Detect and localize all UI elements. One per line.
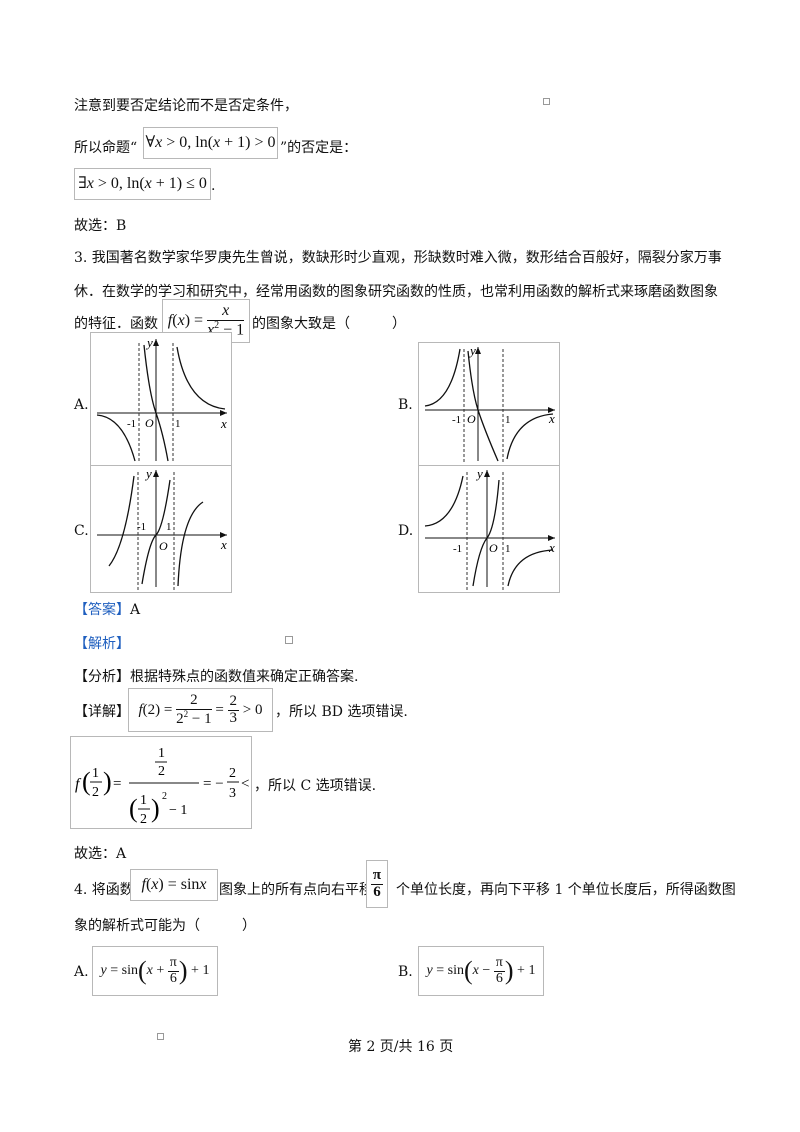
svg-text:1: 1 (92, 766, 99, 781)
option-a-label: A. (74, 964, 89, 980)
anchor-mark-icon (285, 636, 293, 644)
page-footer: 第 2 页/共 16 页 (348, 1039, 454, 1055)
question-4-text: 图象上的所有点向右平移 (219, 882, 373, 898)
svg-text:=: = (113, 776, 121, 792)
svg-text:2: 2 (92, 785, 99, 800)
formula-proposition: ∀x > 0, ln(x + 1) > 0 (143, 127, 278, 159)
fenxi-line: 【分析】根据特殊点的函数值来确定正确答案. (74, 666, 358, 686)
origin-label: O (489, 541, 498, 555)
analysis-tag: 【解析】 (74, 636, 130, 652)
tick-label-neg1: -1 (137, 521, 146, 533)
tick-label-neg1: -1 (453, 543, 462, 555)
origin-label: O (467, 412, 476, 426)
question-4-text: 个单位长度，再向下平移 1 个单位长度后，所得函数图 (396, 882, 736, 898)
question-3-text: 的图象大致是（ ） (252, 316, 406, 332)
svg-text:1: 1 (140, 793, 147, 808)
fenxi-tag: 【分析】 (74, 669, 130, 685)
formula-negation: ∃x > 0, ln(x + 1) ≤ 0 (74, 168, 211, 200)
x-axis-label: x (220, 537, 227, 552)
question-3-text: 3. 我国著名数学家华罗庚先生曾说，数缺形时少直观，形缺数时难入微，数形结合百般… (74, 250, 722, 266)
svg-text:2: 2 (229, 766, 236, 781)
tick-label-neg1: -1 (452, 414, 461, 426)
y-axis-label: y (144, 466, 152, 481)
svg-text:(: ( (129, 794, 138, 823)
answer-tag: 【答案】 (74, 602, 130, 618)
tick-label-1: 1 (505, 543, 511, 555)
question-3-text: 的特征．函数 (74, 316, 158, 332)
formula-sin: f(x) = sinx (130, 869, 218, 901)
choose-line: 故选：A (74, 846, 127, 862)
svg-text:(: ( (82, 767, 91, 796)
x-axis-label: x (548, 540, 555, 555)
text-line: ”的否定是： (280, 140, 358, 156)
text-line: 注意到要否定结论而不是否定条件， (74, 98, 298, 114)
svg-text:2: 2 (162, 791, 167, 802)
formula-f-of-half: f ( 1 2 ) = 1 2 ( 1 2 ) 2 − 1 = − 2 3 < (70, 736, 252, 829)
question-4-text: 象的解析式可能为（ ） (74, 918, 256, 934)
x-axis-label: x (220, 416, 227, 431)
option-a-label: A. (74, 397, 89, 413)
option-b-label: B. (398, 397, 413, 413)
text-line: . (211, 178, 216, 194)
tick-label-1: 1 (505, 414, 511, 426)
origin-label: O (145, 416, 154, 430)
tick-label-1: 1 (166, 521, 172, 533)
y-axis-label: y (468, 343, 476, 358)
tick-label-1: 1 (175, 418, 181, 430)
svg-text:2: 2 (158, 764, 165, 779)
svg-text:f: f (75, 776, 82, 793)
graph-option-a: y x O -1 1 (90, 332, 232, 467)
svg-text:= −: = − (203, 776, 224, 792)
xiangjie-text: ，所以 C 选项错误. (254, 778, 377, 794)
anchor-mark-icon (543, 98, 550, 105)
svg-text:3: 3 (229, 786, 236, 801)
question-4-text: 4. 将函数 (74, 882, 134, 898)
fenxi-text: 根据特殊点的函数值来确定正确答案. (130, 669, 359, 685)
option-b-label: B. (398, 964, 413, 980)
option-d-label: D. (398, 523, 414, 539)
graph-option-c: y x O -1 1 (90, 465, 232, 593)
svg-text:): ) (103, 767, 112, 796)
answer-line: 【答案】A (74, 599, 140, 619)
y-axis-label: y (475, 466, 483, 481)
text-line: 故选：B (74, 218, 127, 234)
svg-text:2: 2 (140, 812, 147, 827)
svg-text:): ) (151, 794, 160, 823)
question-3-text: 休．在数学的学习和研究中，经常用函数的图象研究函数的性质，也常利用函数的解析式来… (74, 284, 718, 300)
graph-option-d: y x O -1 1 (418, 465, 560, 593)
y-axis-label: y (145, 335, 153, 350)
tick-label-neg1: -1 (127, 418, 136, 430)
anchor-mark-icon (157, 1033, 164, 1040)
svg-text:− 1: − 1 (169, 803, 187, 818)
origin-label: O (159, 539, 168, 553)
svg-text:<: < (241, 776, 249, 792)
graph-option-b: y x O -1 1 (418, 342, 560, 467)
svg-text:1: 1 (158, 746, 165, 761)
answer-value: A (130, 602, 141, 618)
x-axis-label: x (548, 411, 555, 426)
xiangjie-tag: 【详解】 (74, 704, 130, 720)
option-c-label: C. (74, 523, 89, 539)
text-line: 所以命题“ (74, 140, 138, 156)
xiangjie-text: ，所以 BD 选项错误. (275, 704, 408, 720)
